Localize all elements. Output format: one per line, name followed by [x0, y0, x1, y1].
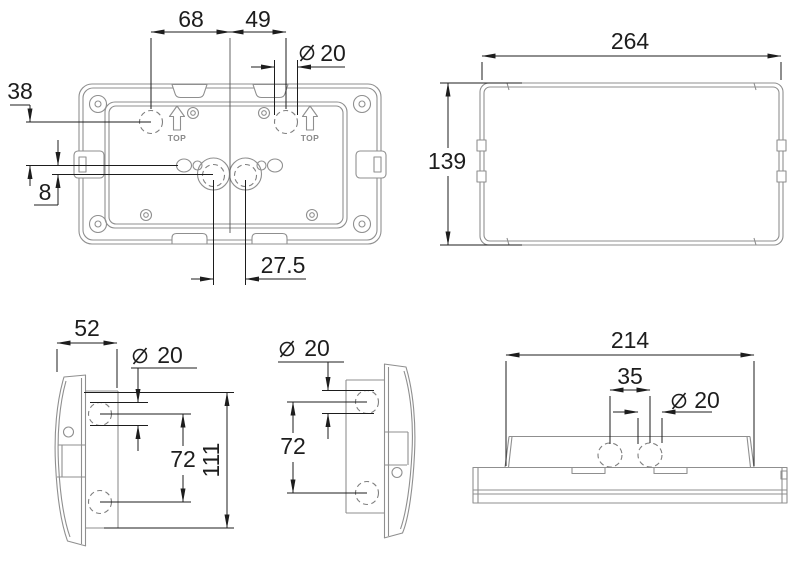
- dim-text: 35: [617, 363, 643, 389]
- latch-slot: [776, 170, 787, 183]
- bottom-view: 214 35 20: [472, 327, 788, 504]
- dim-diameter-bottom: 20: [613, 387, 720, 444]
- diameter-icon: [671, 392, 687, 410]
- dim-text: 72: [280, 433, 306, 459]
- dim-text: 52: [74, 315, 100, 341]
- dim-diameter-side-left: 20: [90, 342, 197, 451]
- dim-text: 20: [157, 342, 183, 368]
- dim-text: 264: [611, 28, 650, 54]
- dim-139: 139: [428, 82, 522, 246]
- side-latch-left: [73, 150, 105, 179]
- dim-38: 38: [7, 78, 178, 186]
- bottom-view-holes: [597, 442, 663, 468]
- side-view-right: 20 72: [278, 335, 416, 539]
- dim-text: 49: [245, 6, 271, 32]
- dim-264: 264: [481, 28, 782, 80]
- diameter-icon: [279, 340, 295, 358]
- dim-8: 8: [34, 140, 213, 206]
- dim-text: 20: [304, 335, 330, 361]
- dim-72-right: 72: [280, 401, 367, 494]
- top-arrow-icon: [301, 105, 319, 131]
- dim-27-5: 27.5: [191, 180, 306, 285]
- latch-slot: [476, 139, 487, 152]
- dim-35: 35: [609, 363, 651, 444]
- dim-text: 38: [7, 78, 33, 104]
- front-view: 264 139: [428, 28, 787, 246]
- dim-diameter-back: 20: [251, 40, 346, 115]
- latch-slot: [776, 139, 787, 152]
- top-arrow-icon: [168, 105, 186, 131]
- dim-diameter-side-right: 20: [278, 335, 374, 439]
- dim-text: 20: [320, 40, 346, 66]
- dim-text: 27.5: [261, 252, 306, 278]
- dim-72-left: 72: [100, 413, 196, 503]
- corner-screws: [88, 94, 372, 234]
- dim-text: 139: [428, 148, 466, 174]
- side-view-left: 52 20 72 111: [54, 315, 234, 547]
- dim-text: 111: [198, 443, 224, 478]
- top-label: TOP: [301, 133, 320, 143]
- top-orientation-marks: TOP TOP: [168, 105, 320, 143]
- latch-slot: [476, 170, 487, 183]
- dim-52: 52: [56, 315, 118, 388]
- dim-111: 111: [84, 392, 234, 529]
- dim-text: 214: [611, 327, 650, 353]
- dim-text: 20: [694, 387, 720, 413]
- dim-text: 72: [170, 446, 196, 472]
- back-view: TOP TOP 68 49: [7, 6, 387, 285]
- bottom-view-body: [472, 435, 788, 504]
- dim-text: 68: [178, 6, 204, 32]
- side-right-body: [345, 363, 416, 539]
- diameter-icon: [299, 44, 315, 62]
- top-label: TOP: [168, 133, 187, 143]
- front-view-body: [476, 82, 787, 246]
- dim-text: 8: [39, 179, 52, 205]
- dim-68: 68: [150, 6, 231, 109]
- dim-49: 49: [229, 6, 287, 109]
- side-latch-right: [355, 150, 387, 179]
- diameter-icon: [132, 347, 148, 365]
- dim-214: 214: [505, 327, 755, 466]
